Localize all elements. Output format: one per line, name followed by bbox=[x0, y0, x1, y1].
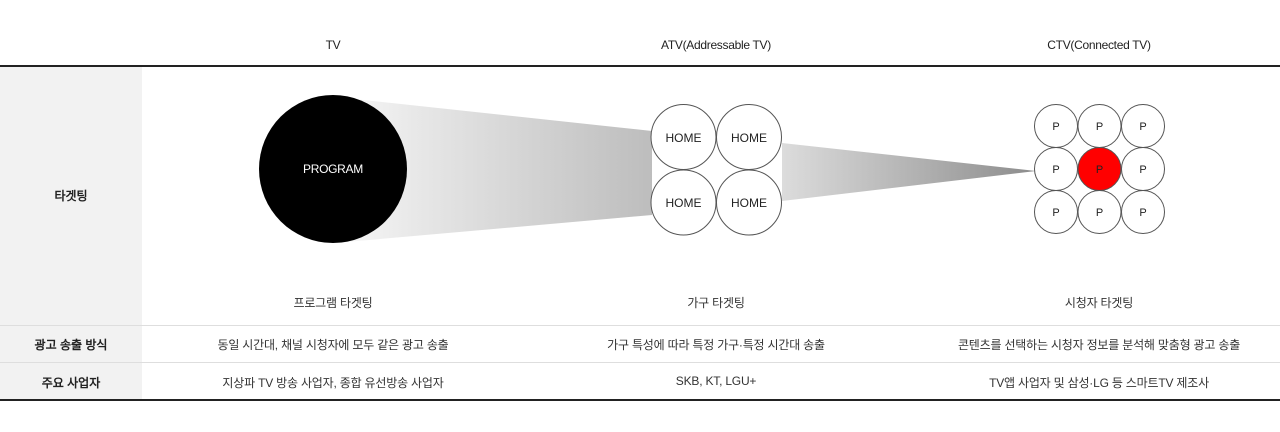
p-circle: P bbox=[1121, 104, 1165, 148]
row-label-bg-targeting bbox=[0, 67, 142, 325]
ad-method-tv: 동일 시간대, 채널 시청자에 모두 같은 광고 송출 bbox=[217, 338, 449, 352]
targeting-ctv-caption: 시청자 타겟팅 bbox=[1064, 296, 1134, 310]
row-label-targeting: 타겟팅 bbox=[54, 189, 88, 203]
svg-text:P: P bbox=[1096, 121, 1103, 133]
svg-text:P: P bbox=[1096, 164, 1103, 176]
row-label-bg-ad-method bbox=[0, 326, 142, 362]
targeting-tv-caption: 프로그램 타겟팅 bbox=[293, 296, 373, 310]
table-bottom-border bbox=[0, 399, 1280, 401]
row-label-operators: 주요 사업자 bbox=[41, 376, 101, 390]
operators-atv: SKB, KT, LGU+ bbox=[675, 374, 757, 388]
funnel-atv-to-ctv bbox=[782, 143, 1036, 201]
p-circle: P bbox=[1034, 147, 1078, 191]
column-header-atv: ATV(Addressable TV) bbox=[661, 38, 771, 52]
svg-text:P: P bbox=[1139, 164, 1146, 176]
svg-text:P: P bbox=[1052, 121, 1059, 133]
p-circle: P bbox=[1077, 104, 1122, 148]
row-label-ad-method: 광고 송출 방식 bbox=[34, 338, 108, 352]
column-header-tv: TV bbox=[325, 38, 341, 52]
svg-text:HOME: HOME bbox=[731, 196, 767, 210]
funnel-tv-to-atv bbox=[335, 97, 652, 243]
svg-text:HOME: HOME bbox=[731, 131, 767, 145]
p-circle: P bbox=[1077, 190, 1122, 234]
p-circle: P bbox=[1121, 190, 1165, 234]
p-circle: P bbox=[1034, 104, 1078, 148]
operators-tv: 지상파 TV 방송 사업자, 종합 유선방송 사업자 bbox=[222, 376, 444, 390]
ad-method-atv: 가구 특성에 따라 특정 가구·특정 시간대 송출 bbox=[607, 338, 825, 352]
p-circle-highlighted: P bbox=[1077, 147, 1122, 191]
row-label-bg-operators bbox=[0, 363, 142, 399]
svg-text:P: P bbox=[1139, 121, 1146, 133]
svg-text:HOME: HOME bbox=[666, 196, 702, 210]
home-circle: HOME bbox=[650, 104, 717, 170]
svg-text:P: P bbox=[1052, 164, 1059, 176]
p-circle: P bbox=[1121, 147, 1165, 191]
svg-text:P: P bbox=[1096, 207, 1103, 219]
svg-text:P: P bbox=[1052, 207, 1059, 219]
svg-text:HOME: HOME bbox=[666, 131, 702, 145]
svg-text:P: P bbox=[1139, 207, 1146, 219]
table-top-border bbox=[0, 65, 1280, 67]
p-circle: P bbox=[1034, 190, 1078, 234]
home-circle: HOME bbox=[716, 104, 782, 170]
ad-method-ctv: 콘텐츠를 선택하는 시청자 정보를 분석해 맞춤형 광고 송출 bbox=[957, 338, 1241, 352]
program-label: PROGRAM bbox=[303, 162, 363, 176]
operators-ctv: TV앱 사업자 및 삼성·LG 등 스마트TV 제조사 bbox=[989, 376, 1209, 390]
targeting-atv-caption: 가구 타겟팅 bbox=[687, 296, 745, 310]
program-circle bbox=[259, 95, 407, 243]
column-header-ctv: CTV(Connected TV) bbox=[1047, 38, 1151, 52]
targeting-diagram: PROGRAM HOME HOME HOME HOME P P P P P P bbox=[259, 95, 1165, 243]
row-divider bbox=[0, 362, 1280, 363]
home-circle: HOME bbox=[650, 169, 717, 236]
row-divider bbox=[0, 325, 1280, 326]
home-circle: HOME bbox=[716, 169, 782, 236]
